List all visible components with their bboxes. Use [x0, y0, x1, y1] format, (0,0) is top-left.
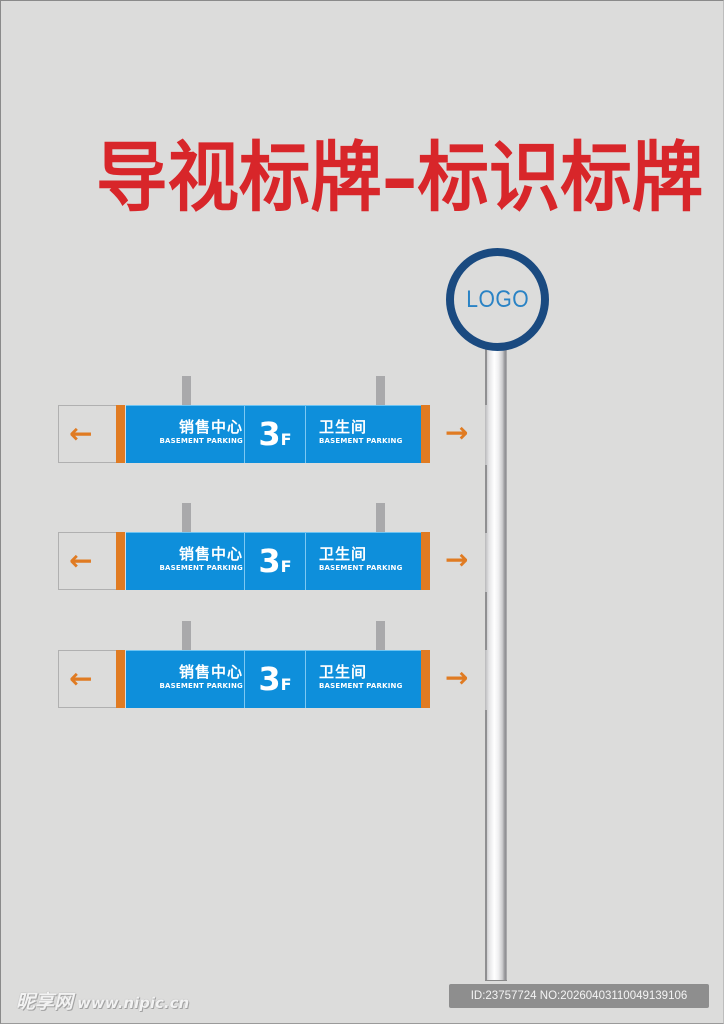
sign-panel: 销售中心 BASEMENT PARKING 3F 卫生间 BASEMENT PA…: [126, 532, 421, 590]
hanger-rod: [182, 376, 191, 405]
orange-end-bar: [421, 532, 430, 590]
divider: [244, 651, 245, 708]
hanger-rod: [376, 376, 385, 405]
floor-indicator: 3F: [245, 651, 305, 708]
destination-cn: 卫生间: [319, 418, 368, 436]
destination-en: BASEMENT PARKING: [319, 682, 403, 690]
destination-en: BASEMENT PARKING: [319, 564, 403, 572]
floor-number: 3: [258, 660, 281, 698]
arrow-left-icon: ←: [69, 544, 93, 577]
destination-cn: 卫生间: [319, 663, 368, 681]
floor-letter: F: [280, 557, 292, 576]
arrow-left-icon: ←: [69, 417, 93, 450]
destination-right: 卫生间 BASEMENT PARKING: [319, 406, 429, 463]
floor-indicator: 3F: [245, 406, 305, 463]
destination-cn: 销售中心: [178, 663, 243, 681]
logo-text: LOGO: [466, 285, 529, 313]
sign-panel: 销售中心 BASEMENT PARKING 3F 卫生间 BASEMENT PA…: [126, 405, 421, 463]
destination-left: 销售中心 BASEMENT PARKING: [126, 651, 243, 708]
watermark-site-cn: 昵享网: [16, 991, 74, 1013]
destination-left: 销售中心 BASEMENT PARKING: [126, 533, 243, 590]
hanger-rod: [182, 621, 191, 650]
arrow-left-icon: ←: [69, 662, 93, 695]
pole-edge-line: [485, 592, 487, 650]
destination-en: BASEMENT PARKING: [319, 437, 403, 445]
watermark-site-url: www.nipic.cn: [77, 994, 190, 1012]
watermark-id-badge: ID:23757724 NO:20260403110049139106: [449, 984, 709, 1008]
divider: [305, 651, 306, 708]
floor-number: 3: [258, 542, 281, 580]
destination-cn: 销售中心: [178, 545, 243, 563]
hanger-rod: [376, 503, 385, 532]
destination-left: 销售中心 BASEMENT PARKING: [126, 406, 243, 463]
orange-end-bar: [421, 405, 430, 463]
directional-sign: ← 销售中心 BASEMENT PARKING 3F 卫生间 BASEMENT …: [0, 621, 724, 711]
divider: [305, 533, 306, 590]
left-arrow-panel: ←: [58, 405, 116, 463]
floor-letter: F: [280, 675, 292, 694]
sign-panel: 销售中心 BASEMENT PARKING 3F 卫生间 BASEMENT PA…: [126, 650, 421, 708]
arrow-right-icon: →: [445, 661, 469, 694]
destination-cn: 销售中心: [178, 418, 243, 436]
pole-edge-line: [485, 465, 487, 533]
arrow-right-icon: →: [445, 416, 469, 449]
destination-en: BASEMENT PARKING: [159, 437, 243, 445]
destination-en: BASEMENT PARKING: [159, 682, 243, 690]
orange-end-bar: [116, 405, 125, 463]
destination-right: 卫生间 BASEMENT PARKING: [319, 651, 429, 708]
destination-right: 卫生间 BASEMENT PARKING: [319, 533, 429, 590]
page-title: 导视标牌–标识标牌: [96, 133, 704, 222]
directional-sign: ← 销售中心 BASEMENT PARKING 3F 卫生间 BASEMENT …: [0, 376, 724, 466]
floor-number: 3: [258, 415, 281, 453]
pole-edge-line: [485, 340, 487, 405]
orange-end-bar: [116, 532, 125, 590]
destination-en: BASEMENT PARKING: [159, 564, 243, 572]
arrow-right-icon: →: [445, 543, 469, 576]
floor-indicator: 3F: [245, 533, 305, 590]
divider: [305, 406, 306, 463]
hanger-rod: [182, 503, 191, 532]
divider: [244, 406, 245, 463]
pole-edge-line: [485, 710, 487, 980]
divider: [244, 533, 245, 590]
left-arrow-panel: ←: [58, 650, 116, 708]
sign-pole: [485, 340, 507, 981]
left-arrow-panel: ←: [58, 532, 116, 590]
orange-end-bar: [421, 650, 430, 708]
orange-end-bar: [116, 650, 125, 708]
floor-letter: F: [280, 430, 292, 449]
destination-cn: 卫生间: [319, 545, 368, 563]
logo-badge: LOGO: [446, 248, 549, 351]
directional-sign: ← 销售中心 BASEMENT PARKING 3F 卫生间 BASEMENT …: [0, 503, 724, 593]
hanger-rod: [376, 621, 385, 650]
